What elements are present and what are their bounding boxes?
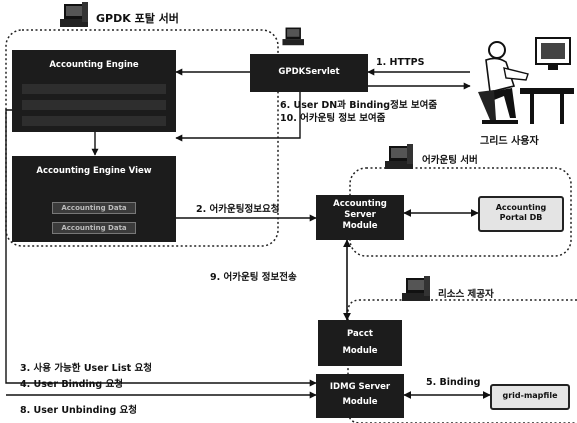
engine-view-component-2: Accounting Data [52, 222, 136, 234]
resource-provider-computer-icon [402, 276, 430, 301]
step-2-label: 2. 어카운팅정보요청 [196, 204, 280, 215]
pacct-module: Pacct Module [318, 320, 402, 366]
engine-view-component-1: Accounting Data [52, 202, 136, 214]
portal-server-title: GPDK 포탈 서버 [96, 12, 179, 25]
arrow-servlet-view [175, 92, 301, 142]
arrow-user-list [5, 109, 317, 387]
accounting-portal-db: Accounting Portal DB [478, 196, 564, 232]
accounting-portal-db-line1: Accounting [495, 203, 547, 212]
step-10-label: 10. 어카운팅 정보 보여줌 [280, 113, 386, 124]
idmg-server-module: IDMG Server Module [316, 374, 404, 418]
resource-provider-title: 리소스 제공자 [438, 289, 494, 300]
step-4-label: 4. User Binding 요청 [20, 379, 123, 390]
accounting-engine-view: Accounting Engine View Accounting Data A… [12, 156, 176, 242]
grid-mapfile: grid-mapfile [490, 384, 570, 410]
accounting-engine-label: Accounting Engine [49, 60, 139, 70]
grid-user-label: 그리드 사용자 [480, 136, 539, 147]
step-8-label: 8. User Unbinding 요청 [20, 405, 138, 416]
accounting-portal-db-line2: Portal DB [499, 213, 543, 222]
gpdk-servlet: GPDKServlet [250, 54, 368, 92]
grid-user-figure [478, 37, 574, 124]
idmg-server-module-line1: IDMG Server [329, 382, 391, 392]
accounting-server-module: Accounting Server Module [316, 195, 404, 240]
idmg-server-module-line2: Module [342, 397, 378, 407]
step-1-label: 1. HTTPS [376, 57, 425, 68]
step-3-label: 3. 사용 가능한 User List 요청 [20, 363, 152, 374]
servlet-computer-icon [282, 27, 304, 46]
accounting-server-module-line2: Server [344, 210, 376, 220]
accounting-server-module-line3: Module [342, 221, 378, 231]
accounting-engine-view-label: Accounting Engine View [36, 166, 152, 176]
accounting-server-module-line1: Accounting [333, 199, 387, 209]
grid-mapfile-label: grid-mapfile [502, 391, 558, 400]
step-5-label: 5. Binding [426, 377, 481, 388]
pacct-module-line2: Module [342, 346, 378, 356]
step-9-label: 9. 어카운팅 정보전송 [210, 272, 297, 283]
pacct-module-line1: Pacct [347, 329, 373, 339]
accounting-server-computer-icon [385, 144, 413, 169]
portal-server-computer-icon [60, 2, 88, 27]
accounting-engine: Accounting Engine [12, 50, 176, 132]
gpdk-servlet-label: GPDKServlet [278, 67, 340, 77]
step-6-label: 6. User DN과 Binding정보 보여줌 [280, 100, 438, 111]
accounting-server-title: 어카운팅 서버 [422, 155, 478, 166]
